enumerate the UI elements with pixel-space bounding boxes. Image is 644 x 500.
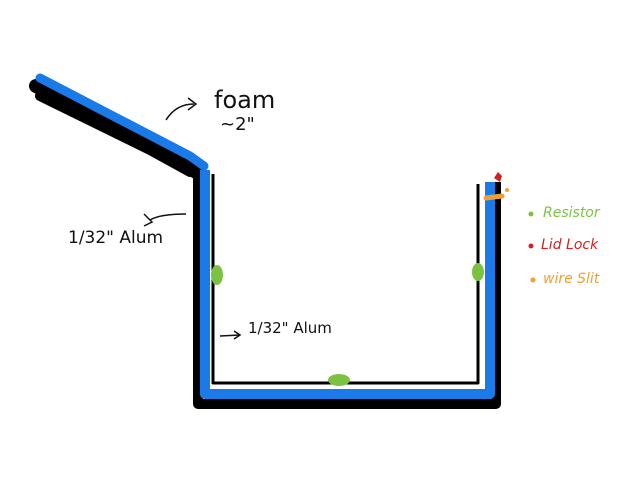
inner-alum-arrowhead: [233, 330, 242, 340]
foam-thickness-label: ~2": [220, 114, 255, 135]
lid-lock-marker: [494, 172, 502, 182]
legend-item-wire-slit: wire Slit: [530, 271, 600, 287]
outer-aluminum-wall: [193, 172, 501, 409]
outer-alum-arrowhead: [143, 213, 154, 227]
foam-arrowhead: [187, 97, 198, 111]
resistor-bottom: [328, 374, 350, 386]
legend: Resistor Lid Lock wire Slit: [528, 205, 601, 287]
resistor-left-wall: [211, 265, 223, 285]
outer-alum-label: 1/32" Alum: [68, 228, 163, 248]
legend-item-lid-lock: Lid Lock: [528, 237, 599, 253]
legend-swatch-resistor: [528, 211, 534, 217]
legend-label-resistor: Resistor: [543, 205, 601, 221]
inner-aluminum-wall: [211, 174, 480, 385]
inner-alum-label: 1/32" Alum: [248, 319, 332, 337]
legend-swatch-wire-slit: [530, 277, 536, 283]
wire-slit-marker: [483, 193, 505, 201]
resistor-right-wall: [472, 263, 484, 281]
foam-layer: [200, 170, 495, 399]
foam-arrow: [165, 103, 195, 121]
lid-aluminum-shadow: [35, 91, 195, 177]
legend-swatch-lid-lock: [528, 243, 534, 249]
legend-item-resistor: Resistor: [528, 205, 601, 221]
legend-label-lid-lock: Lid Lock: [541, 237, 599, 253]
legend-label-wire-slit: wire Slit: [543, 271, 600, 287]
inner-alum-arrow: [219, 334, 241, 337]
wire-slit-dot: [505, 188, 509, 192]
foam-label: foam: [214, 86, 275, 114]
outer-alum-arrow: [149, 213, 187, 221]
lid-foam-layer: [35, 73, 209, 171]
